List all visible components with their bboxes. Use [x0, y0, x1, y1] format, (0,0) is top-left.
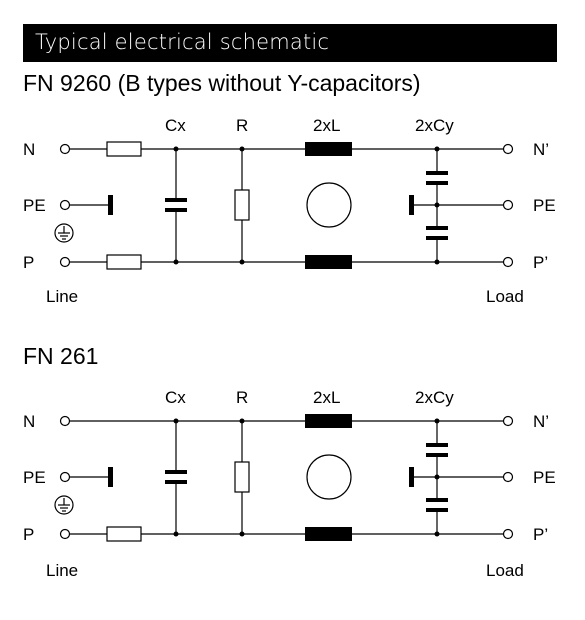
label-load: Load — [486, 287, 524, 306]
label-line: Line — [46, 561, 78, 580]
label-pe: PE — [23, 196, 46, 215]
choke-top — [305, 142, 352, 156]
fuse-top — [106, 141, 142, 157]
choke-core — [306, 182, 352, 228]
label-p-prime: P’ — [533, 525, 548, 544]
label-n: N — [23, 412, 35, 431]
label-n-prime: N’ — [533, 412, 549, 431]
label-r: R — [236, 116, 248, 135]
label-r: R — [236, 388, 248, 407]
fuse-bottom — [106, 526, 142, 542]
label-p: P — [23, 253, 34, 272]
header-title: Typical electrical schematic — [35, 30, 330, 54]
label-l: 2xL — [313, 116, 340, 135]
label-cx: Cx — [165, 388, 186, 407]
resistor — [234, 461, 250, 493]
label-load: Load — [486, 561, 524, 580]
schematic-fn261: N PE P N’ PE P’ Cx R 2xL 2xCy Line Load — [23, 388, 556, 580]
label-cy: 2xCy — [415, 388, 454, 407]
label-pe-load: PE — [533, 468, 556, 487]
schematic-title-fn261: FN 261 — [23, 343, 99, 369]
label-cy: 2xCy — [415, 116, 454, 135]
earth-icon — [54, 223, 74, 243]
label-pe-load: PE — [533, 196, 556, 215]
label-p: P — [23, 525, 34, 544]
label-cx: Cx — [165, 116, 186, 135]
choke-core — [306, 454, 352, 500]
label-pe: PE — [23, 468, 46, 487]
choke-top — [305, 414, 352, 428]
choke-bottom — [305, 527, 352, 541]
label-n: N — [23, 140, 35, 159]
earth-icon — [54, 495, 74, 515]
resistor — [234, 189, 250, 221]
label-p-prime: P’ — [533, 253, 548, 272]
label-l: 2xL — [313, 388, 340, 407]
fuse-bottom — [106, 254, 142, 270]
schematic-title-fn9260: FN 9260 (B types without Y-capacitors) — [23, 70, 421, 96]
schematic-fn9260: N PE P N’ PE P’ Cx R 2xL 2xCy Line Load — [23, 116, 556, 306]
choke-bottom — [305, 255, 352, 269]
label-n-prime: N’ — [533, 140, 549, 159]
header-bar: Typical electrical schematic — [23, 24, 557, 62]
label-line: Line — [46, 287, 78, 306]
